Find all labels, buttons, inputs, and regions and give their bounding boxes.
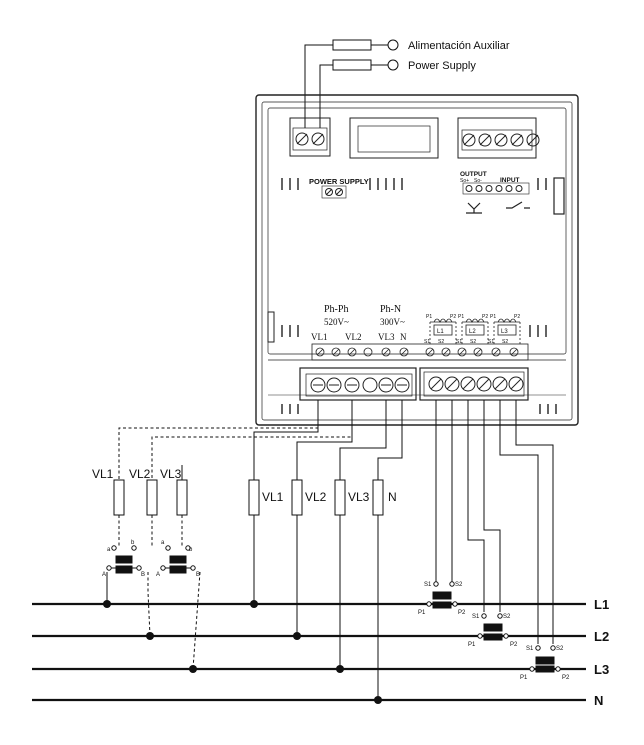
meter-ct3-p2: P2: [514, 314, 520, 320]
bus-label-l1: L1: [594, 597, 609, 612]
field-ct-l1: [426, 581, 458, 609]
direct-fuse-n: [372, 479, 384, 516]
vt1-b: b: [131, 540, 135, 546]
vt-fuse-label-vl1: VL1: [92, 467, 114, 481]
bus-lines: [32, 602, 586, 702]
voltage-transformer-1: [106, 545, 142, 574]
ct2-s2: S2: [503, 614, 511, 620]
direct-fuse-label-vl2: VL2: [305, 490, 327, 504]
voltage-terminal-block: [299, 367, 417, 401]
ph-n-label: Ph-N: [380, 304, 401, 315]
vt-fuse-vl2: [146, 479, 158, 516]
vt2-A: A: [156, 572, 160, 578]
meter-ct1-p1: P1: [426, 314, 432, 320]
ct-secondary-wiring: [435, 400, 554, 644]
ct2-p1: P1: [468, 642, 476, 648]
supply-label-en: Power Supply: [408, 60, 476, 72]
direct-fuse-label-vl1: VL1: [262, 490, 284, 504]
terminal-vl3: VL3: [378, 332, 395, 342]
direct-fuse-label-vl3: VL3: [348, 490, 370, 504]
power-supply-label: POWER SUPPLY: [309, 177, 369, 186]
direct-fuse-vl1: [248, 479, 260, 516]
vt-fuse-vl3: [176, 479, 188, 516]
ct1-p2: P2: [458, 610, 466, 616]
output-terminal-block: [457, 117, 537, 159]
vt-secondary-wiring: [118, 400, 353, 670]
vt1-a: a: [107, 547, 111, 553]
ct-label-l3: L3: [501, 329, 508, 335]
ct3-p2: P2: [562, 675, 570, 681]
meter-ct1-p2: P2: [450, 314, 456, 320]
supply-terminal-1: [387, 39, 399, 51]
terminal-vl1: VL1: [311, 332, 328, 342]
ct2-p2: P2: [510, 642, 518, 648]
ct1-s2: S2: [455, 582, 463, 588]
supply-fuse-1: [332, 39, 372, 51]
meter-ct3-p1: P1: [490, 314, 496, 320]
output-label: OUTPUT: [460, 171, 487, 178]
voltage-transformer-2: [160, 545, 196, 574]
ph-n-voltage: 300V~: [380, 317, 405, 327]
ct1-s1: S1: [424, 582, 432, 588]
junction-dots: [103, 600, 382, 704]
vt2-a: a: [161, 540, 165, 546]
meter-ct2-s2: S2: [470, 339, 476, 345]
vt1-A: A: [102, 572, 106, 578]
vt-fuse-label-vl3: VL3: [160, 467, 182, 481]
bus-label-l3: L3: [594, 662, 609, 677]
vt-fuse-label-vl2: VL2: [129, 467, 151, 481]
meter-ct1-s1: S1: [424, 339, 430, 345]
meter-body: [255, 94, 579, 426]
direct-fuse-vl3: [334, 479, 346, 516]
output-s0-plus: So+: [460, 178, 469, 184]
direct-fuse-label-n: N: [388, 490, 397, 504]
direct-fuse-vl2: [291, 479, 303, 516]
terminal-vl2: VL2: [345, 332, 362, 342]
ct3-p1: P1: [520, 675, 528, 681]
meter-ct3-s2: S2: [502, 339, 508, 345]
meter-ct2-p2: P2: [482, 314, 488, 320]
vt2-B: B: [196, 572, 200, 578]
terminal-n: N: [400, 332, 407, 342]
vt2-b: b: [189, 547, 193, 553]
vt-fuse-vl1: [113, 479, 125, 516]
ct-label-l1: L1: [437, 329, 444, 335]
ph-ph-label: Ph-Ph: [324, 304, 348, 315]
meter-ct1-s2: S2: [438, 339, 444, 345]
bus-label-n: N: [594, 693, 603, 708]
supply-label-es: Alimentación Auxiliar: [408, 40, 510, 52]
field-ct-l3: [529, 645, 561, 673]
ct-label-l2: L2: [469, 329, 476, 335]
vt1-B: B: [141, 572, 145, 578]
current-terminal-block: [419, 367, 529, 401]
supply-terminal-2: [387, 59, 399, 71]
ct1-p1: P1: [418, 610, 426, 616]
vt-primary-wiring: [106, 465, 183, 604]
ct2-s1: S1: [472, 614, 480, 620]
input-label: INPUT: [500, 177, 520, 184]
field-ct-l2: [477, 613, 509, 641]
auxiliary-supply: [304, 39, 399, 128]
bus-label-l2: L2: [594, 629, 609, 644]
ct3-s2: S2: [556, 646, 564, 652]
direct-voltage-wiring: [253, 400, 403, 700]
front-terminal-strip: [311, 343, 529, 361]
ct3-s1: S1: [526, 646, 534, 652]
supply-fuse-2: [332, 59, 372, 71]
comm-port: [349, 117, 439, 159]
supply-terminal-block: [289, 117, 331, 157]
output-s0-minus: So-: [474, 178, 482, 184]
ph-ph-voltage: 520V~: [324, 317, 349, 327]
meter-ct2-s1: S1: [456, 339, 462, 345]
meter-ct3-s1: S1: [488, 339, 494, 345]
meter-ct2-p1: P1: [458, 314, 464, 320]
